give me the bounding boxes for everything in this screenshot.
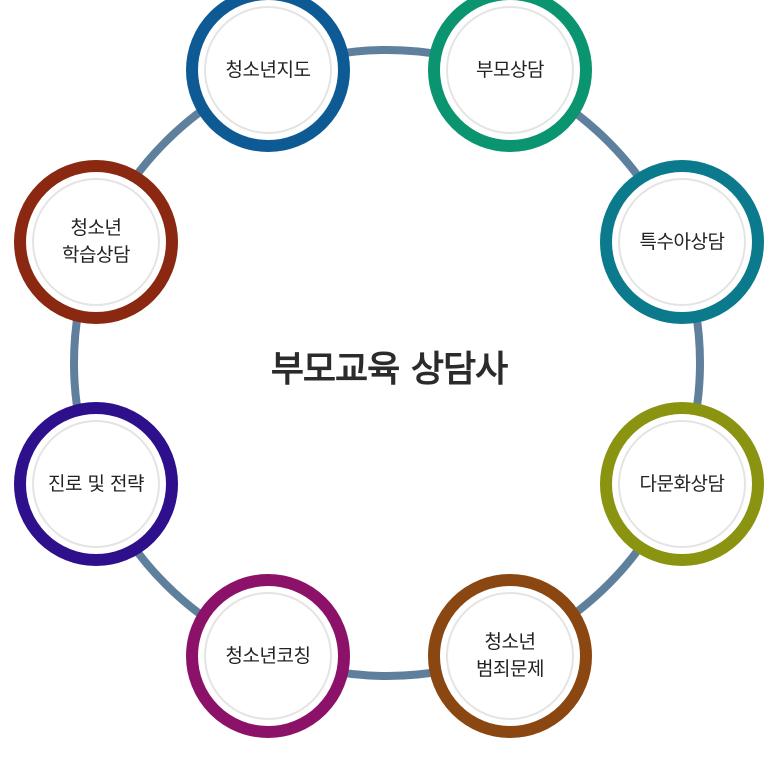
node-inner: 다문화상담 <box>618 420 746 548</box>
node-inner: 진로 및 전략 <box>32 420 160 548</box>
center-title: 부모교육 상담사 <box>270 349 508 390</box>
node-multicultural-counseling[interactable]: 다문화상담 <box>600 402 764 566</box>
node-label: 청소년코칭 <box>225 644 311 667</box>
node-youth-coaching[interactable]: 청소년코칭 <box>186 574 350 738</box>
node-special-child-counseling[interactable]: 특수아상담 <box>600 160 764 324</box>
node-career-strategy[interactable]: 진로 및 전략 <box>14 402 178 566</box>
node-label: 다문화상담 <box>639 472 725 495</box>
node-inner: 부모상담 <box>446 6 574 134</box>
node-youth-crime[interactable]: 청소년 범죄문제 <box>428 574 592 738</box>
node-inner: 청소년지도 <box>204 6 332 134</box>
node-inner: 특수아상담 <box>618 178 746 306</box>
ring-track <box>70 46 704 680</box>
node-label: 청소년 범죄문제 <box>476 631 544 680</box>
node-label: 특수아상담 <box>639 230 725 253</box>
node-inner: 청소년코칭 <box>204 592 332 720</box>
node-inner: 청소년 범죄문제 <box>446 592 574 720</box>
node-youth-learning-counseling[interactable]: 청소년 학습상담 <box>14 160 178 324</box>
node-inner: 청소년 학습상담 <box>32 178 160 306</box>
node-label: 진로 및 전략 <box>48 472 144 495</box>
node-label: 청소년 학습상담 <box>62 217 130 266</box>
node-label: 청소년지도 <box>225 58 311 81</box>
node-label: 부모상담 <box>476 58 544 81</box>
